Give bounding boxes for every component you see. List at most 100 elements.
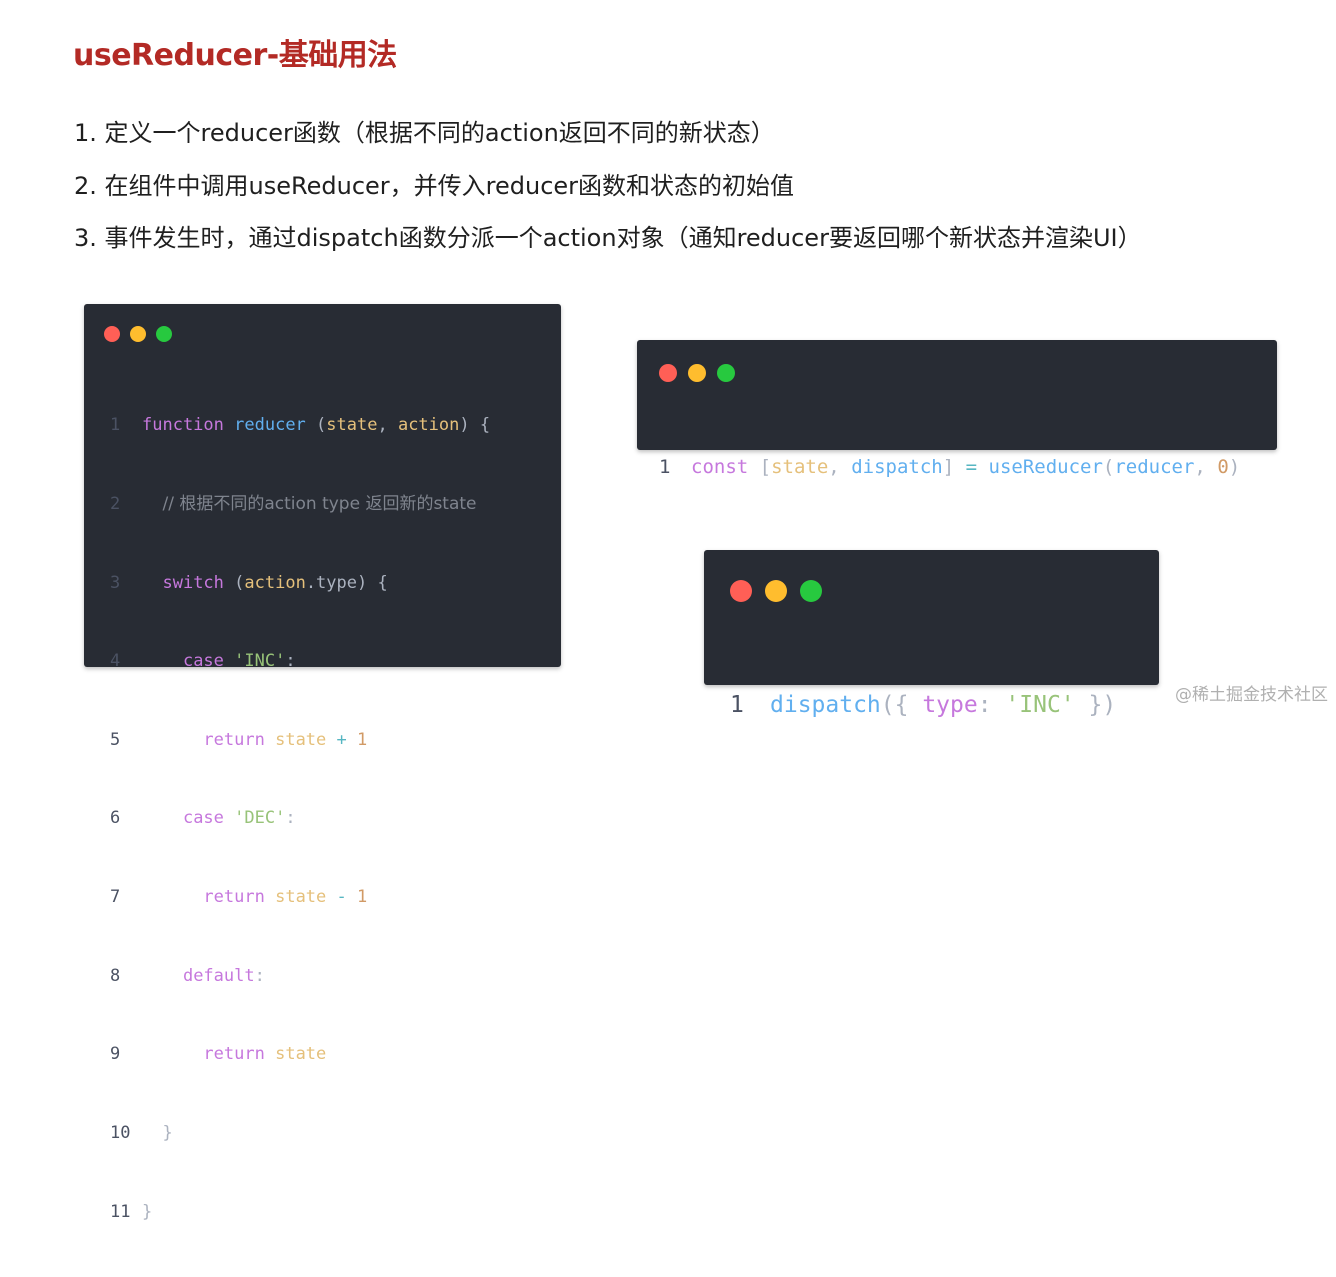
close-dot-icon [104, 326, 120, 342]
punctuation: }) [1074, 692, 1117, 718]
line-number: 3 [110, 572, 121, 593]
line-number: 4 [110, 651, 121, 672]
punctuation: .type [305, 572, 357, 593]
minimize-dot-icon [130, 326, 146, 342]
punctuation: } [162, 1122, 173, 1143]
line-number: 6 [110, 808, 121, 829]
punctuation: ) { [357, 572, 388, 593]
operator: - [336, 887, 347, 908]
page-title: useReducer-基础用法 [73, 38, 397, 73]
code-line: 3 switch (action.type) { [110, 570, 490, 596]
punctuation: ) [1228, 456, 1241, 478]
param: state [326, 415, 378, 436]
variable: state [771, 456, 829, 478]
window-controls [659, 364, 735, 382]
code-block-use-reducer: 1 const [state, dispatch] = useReducer(re… [659, 402, 1240, 532]
keyword: return [203, 1044, 265, 1065]
close-dot-icon [730, 580, 752, 602]
string: 'INC' [1005, 692, 1075, 718]
line-number: 11 [110, 1201, 131, 1222]
code-line: 2 // 根据不同的action type 返回新的state [110, 491, 490, 517]
line-number: 8 [110, 965, 121, 986]
line-number: 1 [110, 415, 121, 436]
keyword: const [691, 456, 749, 478]
watermark: @稀土掘金技术社区 [1175, 685, 1328, 705]
number: 1 [357, 729, 368, 750]
punctuation: , [828, 456, 852, 478]
argument: reducer [1114, 456, 1195, 478]
line-number: 1 [730, 692, 744, 718]
number: 0 [1217, 456, 1229, 478]
object-key: type [922, 692, 978, 718]
operator: = [965, 456, 978, 478]
number: 1 [357, 887, 368, 908]
keyword: case [182, 651, 224, 672]
keyword: return [203, 887, 265, 908]
param: action [397, 415, 460, 436]
keyword: switch [162, 572, 224, 593]
function-name: reducer [234, 415, 306, 436]
punctuation: : [285, 651, 296, 672]
string: 'DEC' [234, 808, 286, 829]
function-name: dispatch [770, 692, 881, 718]
code-window-dispatch: 1 dispatch({ type: 'INC' }) [704, 550, 1159, 718]
code-line: 4 case 'INC': [110, 648, 490, 674]
line-number: 9 [110, 1044, 121, 1065]
code-line: 8 default: [110, 963, 490, 989]
punctuation: , [1194, 456, 1218, 478]
keyword: function [142, 415, 224, 436]
string: 'INC' [234, 651, 286, 672]
punctuation: [ [748, 456, 772, 478]
line-number: 10 [110, 1122, 131, 1143]
punctuation: , [377, 415, 398, 436]
code-window-use-reducer: 1 const [state, dispatch] = useReducer(re… [637, 340, 1277, 478]
close-dot-icon [659, 364, 677, 382]
param: state [275, 887, 327, 908]
keyword: default [182, 965, 255, 986]
param: state [275, 729, 327, 750]
keyword: case [182, 808, 224, 829]
line-number: 7 [110, 887, 121, 908]
punctuation: : [977, 692, 1006, 718]
punctuation: ) { [459, 415, 491, 436]
step-2: 2. 在组件中调用useReducer，并传入reducer函数和状态的初始值 [74, 172, 795, 200]
code-comment: // 根据不同的action type 返回新的state [162, 494, 477, 515]
code-line: 5 return state + 1 [110, 727, 490, 753]
param: state [275, 1044, 327, 1065]
window-controls [730, 580, 822, 602]
punctuation: : [285, 808, 296, 829]
window-controls [104, 326, 172, 342]
minimize-dot-icon [765, 580, 787, 602]
maximize-dot-icon [156, 326, 172, 342]
maximize-dot-icon [800, 580, 822, 602]
keyword: return [203, 729, 265, 750]
code-line: 1 const [state, dispatch] = useReducer(re… [659, 454, 1240, 480]
operator: + [336, 729, 347, 750]
punctuation: : [254, 965, 265, 986]
code-line: 9 return state [110, 1041, 490, 1067]
punctuation: ({ [880, 692, 923, 718]
punctuation: ( [1102, 456, 1115, 478]
punctuation: ( [305, 415, 327, 436]
punctuation: ] [942, 456, 966, 478]
code-line: 10 } [110, 1120, 490, 1146]
punctuation: } [142, 1201, 153, 1222]
variable: dispatch [851, 456, 943, 478]
param: action [244, 572, 306, 593]
line-number: 2 [110, 494, 121, 515]
code-line: 6 case 'DEC': [110, 805, 490, 831]
code-line: 11} [110, 1199, 490, 1225]
code-line: 1 dispatch({ type: 'INC' }) [730, 689, 1116, 721]
line-number: 5 [110, 729, 121, 750]
minimize-dot-icon [688, 364, 706, 382]
function-name: useReducer [988, 456, 1103, 478]
punctuation: ( [223, 572, 245, 593]
code-line: 7 return state - 1 [110, 884, 490, 910]
step-1: 1. 定义一个reducer函数（根据不同的action返回不同的新状态） [74, 119, 775, 147]
line-number: 1 [659, 456, 671, 478]
step-3: 3. 事件发生时，通过dispatch函数分派一个action对象（通知redu… [74, 224, 1142, 252]
code-block-dispatch: 1 dispatch({ type: 'INC' }) [730, 625, 1116, 785]
code-line: 1 function reducer (state, action) { [110, 412, 490, 438]
